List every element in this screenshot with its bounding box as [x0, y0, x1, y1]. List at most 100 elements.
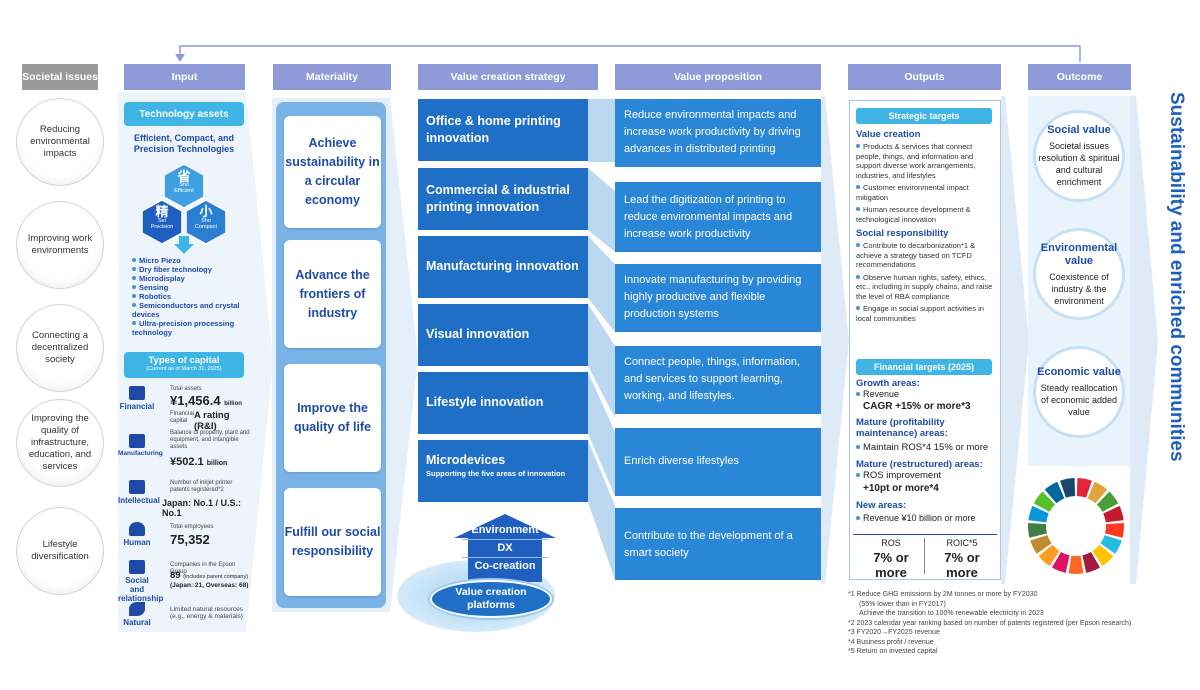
- financial-capital-label: Financial: [118, 386, 156, 411]
- capital-unit-text: billion: [206, 460, 228, 467]
- social-item: Engage in social support activities in l…: [856, 304, 996, 323]
- vcs-office-home: Office & home printing innovation: [418, 99, 588, 161]
- outcome-chevron: [1130, 96, 1158, 584]
- human-capital-label: Human: [118, 522, 156, 547]
- capital-small-text: Balance of property, plant and equipment…: [170, 430, 250, 450]
- mature-item: Maintain ROS*4 15% or more: [856, 441, 998, 455]
- outputs-outcome-chevron: [1001, 96, 1029, 584]
- feedback-loop-arrow: [175, 45, 1081, 62]
- outcome-social-value: Social value Societal issues resolution …: [1033, 110, 1125, 202]
- mature-text: Maintain ROS*4 15% or more: [863, 442, 989, 453]
- ros-label: ROS: [881, 538, 901, 548]
- financial-targets-content: Growth areas: Revenue CAGR +15% or more*…: [856, 378, 998, 525]
- header-value-proposition: Value proposition: [615, 64, 821, 90]
- vp-distributed-printing: Reduce environmental impacts and increas…: [615, 99, 821, 167]
- sdg-segment: [1096, 491, 1119, 512]
- capital-manufacturing: Manufacturing Balance of property, plant…: [118, 430, 250, 470]
- outcome-economic-value: Economic value Steady reallocation of ec…: [1033, 346, 1125, 438]
- footnote-5: *5 Return on invested capital: [848, 648, 938, 655]
- sdg-segment: [1087, 481, 1108, 504]
- value-creation-heading: Value creation: [856, 129, 921, 140]
- tech-item: Semiconductors and crystal devices: [132, 301, 250, 319]
- vcs-microdevices-sub: Supporting the five areas of innovation: [426, 469, 566, 478]
- footnotes: *1 Reduce GHG emissions by 2M tonnes or …: [848, 590, 1188, 657]
- sdg-segment: [1033, 491, 1056, 512]
- footnote-3: *3 FY2020→FY2025 revenue: [848, 629, 940, 636]
- footnote-2: *2 2023 calendar year ranking based on n…: [848, 619, 1132, 627]
- sdg-segment: [1082, 551, 1101, 573]
- outcome-text: Societal issues resolution & spiritual a…: [1038, 141, 1120, 187]
- new-areas-item: Revenue ¥10 billion or more: [856, 511, 998, 525]
- tech-item: Ultra-precision processing technology: [132, 319, 250, 337]
- ros-value: 7% or more: [873, 550, 909, 580]
- capital-human: Human Total employees 75,352: [118, 520, 250, 554]
- social-text: Contribute to decarbonization*1 & achiev…: [856, 241, 976, 269]
- tech-item: Micro Piezo: [132, 256, 250, 265]
- vcs-microdevices: Microdevices Supporting the five areas o…: [418, 440, 588, 502]
- social-text: Observe human rights, safety, ethics, et…: [856, 272, 993, 301]
- sdg-segment: [1092, 544, 1114, 567]
- efficient-compact-precision-hexagons: [141, 163, 227, 254]
- platform-environment: Environment: [471, 524, 539, 536]
- capital-small-text-2: Financial capital: [170, 411, 195, 424]
- societal-issue-lifestyle: Lifestyle diversification: [16, 507, 104, 595]
- capital-name: Financial: [119, 402, 155, 411]
- sdg-segment: [1044, 481, 1065, 504]
- capital-note-text: (Current as of March 31, 2025): [146, 366, 222, 372]
- new-areas-heading: New areas:: [856, 500, 907, 511]
- tech-item-text: Robotics: [139, 292, 172, 301]
- outputs-panel: [849, 100, 1001, 580]
- tech-item-text: Ultra-precision processing technology: [132, 319, 235, 337]
- vcs-vp-connectors: [588, 99, 615, 580]
- capital-name: Social and relationship: [118, 576, 164, 603]
- technology-assets-title: Technology assets: [124, 102, 244, 126]
- header-value-creation-strategy: Value creation strategy: [418, 64, 598, 90]
- sdg-wheel-icon: [1028, 478, 1124, 574]
- ros-roic-divider: [924, 538, 925, 574]
- vcs-visual: Visual innovation: [418, 304, 588, 366]
- capital-big-text: 75,352: [170, 532, 210, 547]
- capital-name: Manufacturing: [118, 450, 163, 457]
- vp-outputs-chevron: [821, 96, 849, 584]
- capital-small-text: Number of inkjet printer patents registe…: [170, 480, 233, 493]
- hex-efficient-word: Efficient: [174, 188, 194, 194]
- tech-item-text: Micro Piezo: [139, 256, 181, 265]
- strategic-targets-content: Value creation Products & services that …: [856, 129, 996, 323]
- capital-small-text: Total assets: [170, 386, 202, 392]
- capital-intellectual: Intellectual Number of inkjet printer pa…: [118, 478, 250, 518]
- capital-unit-text: billion: [224, 401, 242, 407]
- strategic-targets-title: Strategic targets: [856, 108, 992, 124]
- roic-label: ROIC*5: [946, 538, 978, 548]
- header-materiality: Materiality: [273, 64, 391, 90]
- financial-targets-title: Financial targets (2025): [856, 359, 992, 375]
- outcome-text: Coexistence of industry & the environmen…: [1049, 271, 1109, 306]
- building-icon: [129, 560, 145, 574]
- materiality-quality-of-life: Improve the quality of life: [284, 364, 381, 472]
- growth-text-1: Revenue: [863, 389, 900, 399]
- value-creation-text: Human resource development & technologic…: [856, 205, 971, 224]
- hex-compact-word: Compact: [194, 224, 217, 230]
- vp-enrich-lifestyles: Enrich diverse lifestyles: [615, 428, 821, 496]
- tech-item-text: Microdisplay: [139, 274, 185, 283]
- vp-connect-people: Connect people, things, information, and…: [615, 346, 821, 414]
- types-of-capital-title: Types of capital (Current as of March 31…: [124, 352, 244, 378]
- capital-financial: Financial Total assets ¥1,456.4 billion …: [118, 384, 250, 432]
- footnote-1-line3: Achieve the transition to 100% renewable…: [859, 610, 1044, 617]
- capital-value: 89 (includes parent company): [170, 570, 248, 581]
- natural-capital-label: Natural: [118, 602, 156, 627]
- tech-item-text: Semiconductors and crystal devices: [132, 301, 240, 319]
- capital-small-text: Limited natural resources (e.g., energy …: [170, 606, 243, 620]
- social-responsibility-heading: Social responsibility: [856, 228, 949, 239]
- capital-rating-text: A rating (R&I): [194, 410, 230, 432]
- platform-co-creation: Co-creation: [462, 557, 548, 575]
- capital-unit-text: (includes parent company): [183, 574, 249, 580]
- outcome-text: Steady reallocation of economic added va…: [1040, 383, 1118, 417]
- vp-digitization-printing: Lead the digitization of printing to red…: [615, 182, 821, 252]
- yen-icon: [129, 386, 145, 400]
- sdg-segment: [1038, 544, 1060, 567]
- vcs-microdevices-title: Microdevices: [426, 453, 506, 467]
- value-creation-item: Products & services that connect people,…: [856, 142, 996, 180]
- societal-issue-work: Improving work environments: [16, 201, 104, 289]
- sdg-segment: [1103, 505, 1124, 523]
